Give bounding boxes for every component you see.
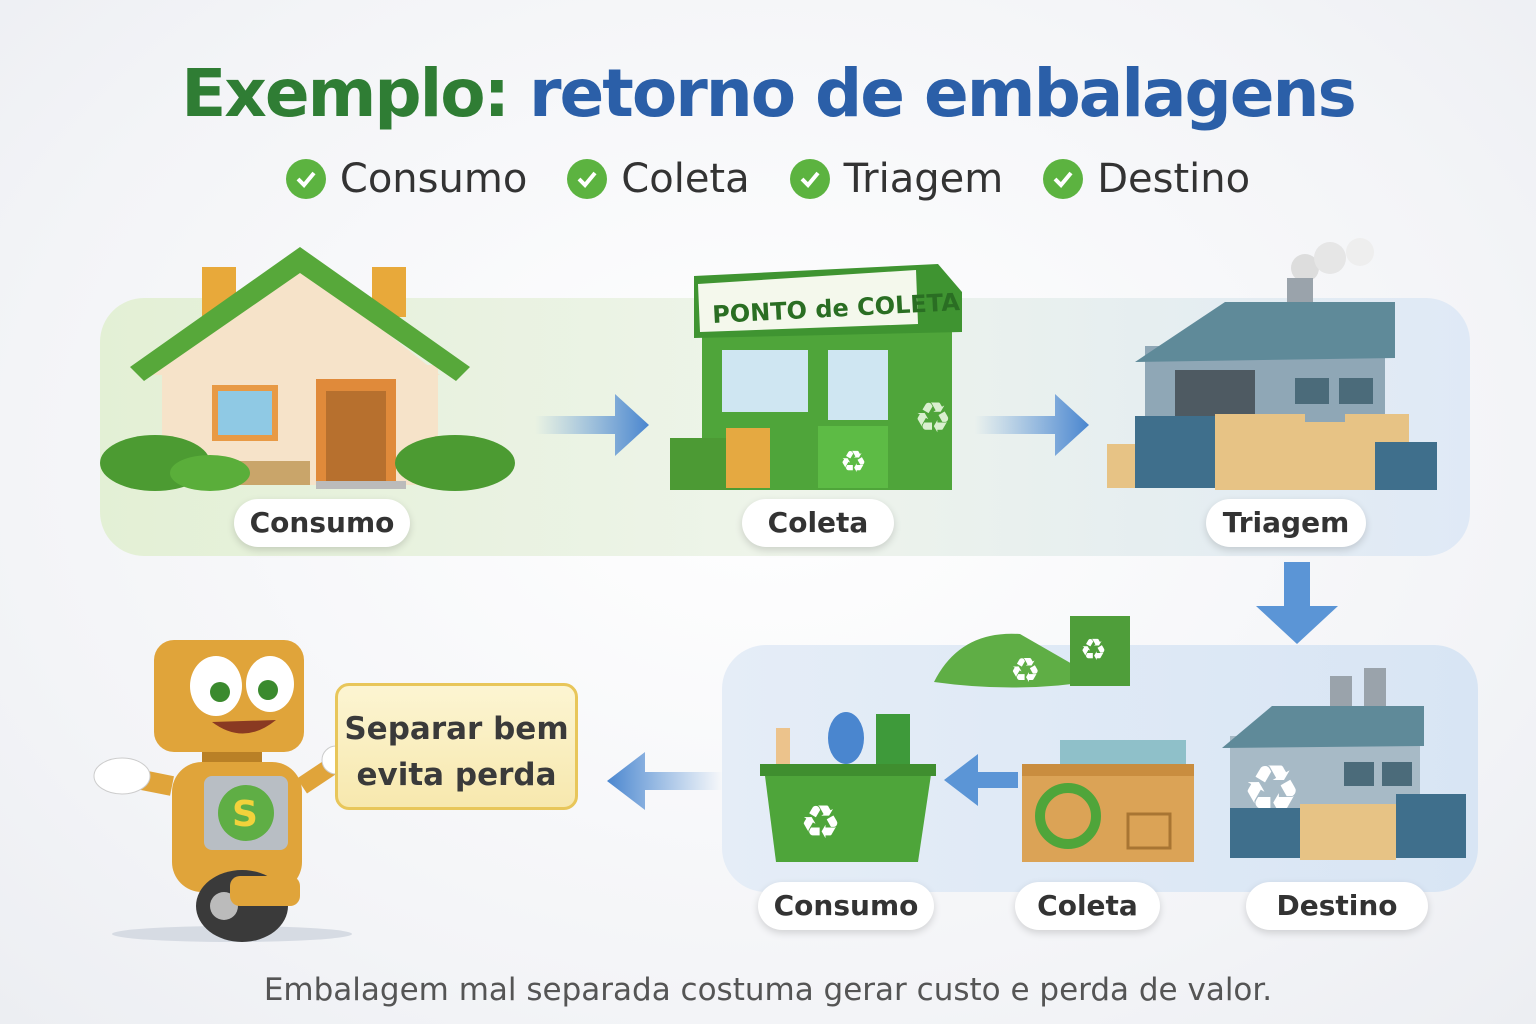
svg-text:♻: ♻ [800,795,841,849]
arrow-down-icon [1256,562,1338,644]
step-label-destino: Destino [1246,882,1428,930]
step-label-consumo: Consumo [234,499,410,547]
arrow-left-icon [607,752,723,810]
svg-text:♻: ♻ [914,393,952,442]
recycling-bin-icon: ♻ [760,712,936,862]
step-label-coleta-2: Coleta [1015,882,1160,930]
recycling-factory-icon: ♻ [1222,668,1466,860]
sorting-factory-icon [1107,238,1437,490]
svg-text:♻: ♻ [1010,651,1040,691]
check-icon [1043,159,1084,199]
step-label-triagem: Triagem [1206,499,1366,547]
step-label-coleta: Coleta [742,499,894,547]
check-icon [789,159,830,199]
step-checklist: Consumo Coleta Triagem Destino [0,156,1536,202]
arrow-right-icon [975,394,1089,456]
footer-caption: Embalagem mal separada costuma gerar cus… [263,972,1273,1008]
recycle-box-icon [1022,740,1194,862]
svg-text:♻: ♻ [840,445,867,480]
svg-text:♻: ♻ [1080,633,1107,668]
arrow-right-icon [535,394,649,456]
arrow-left-icon [944,754,1018,806]
checklist-item: Triagem [789,156,1003,202]
svg-text:S: S [232,794,258,835]
step-label-consumo-2: Consumo [758,882,934,930]
checklist-item: Consumo [285,156,527,202]
check-icon [567,159,608,199]
recycling-lid-icon: ♻ ♻ [934,616,1130,691]
checklist-item: Destino [1043,156,1250,202]
page-title: Exemplo: retorno de embalagens [181,55,1357,132]
checklist-item: Coleta [567,156,750,202]
collection-kiosk-icon: PONTO de COLETA ♻ ♻ [670,264,962,490]
robot-mascot-icon: S [93,640,352,942]
check-icon [285,159,326,199]
house-icon [100,247,515,491]
